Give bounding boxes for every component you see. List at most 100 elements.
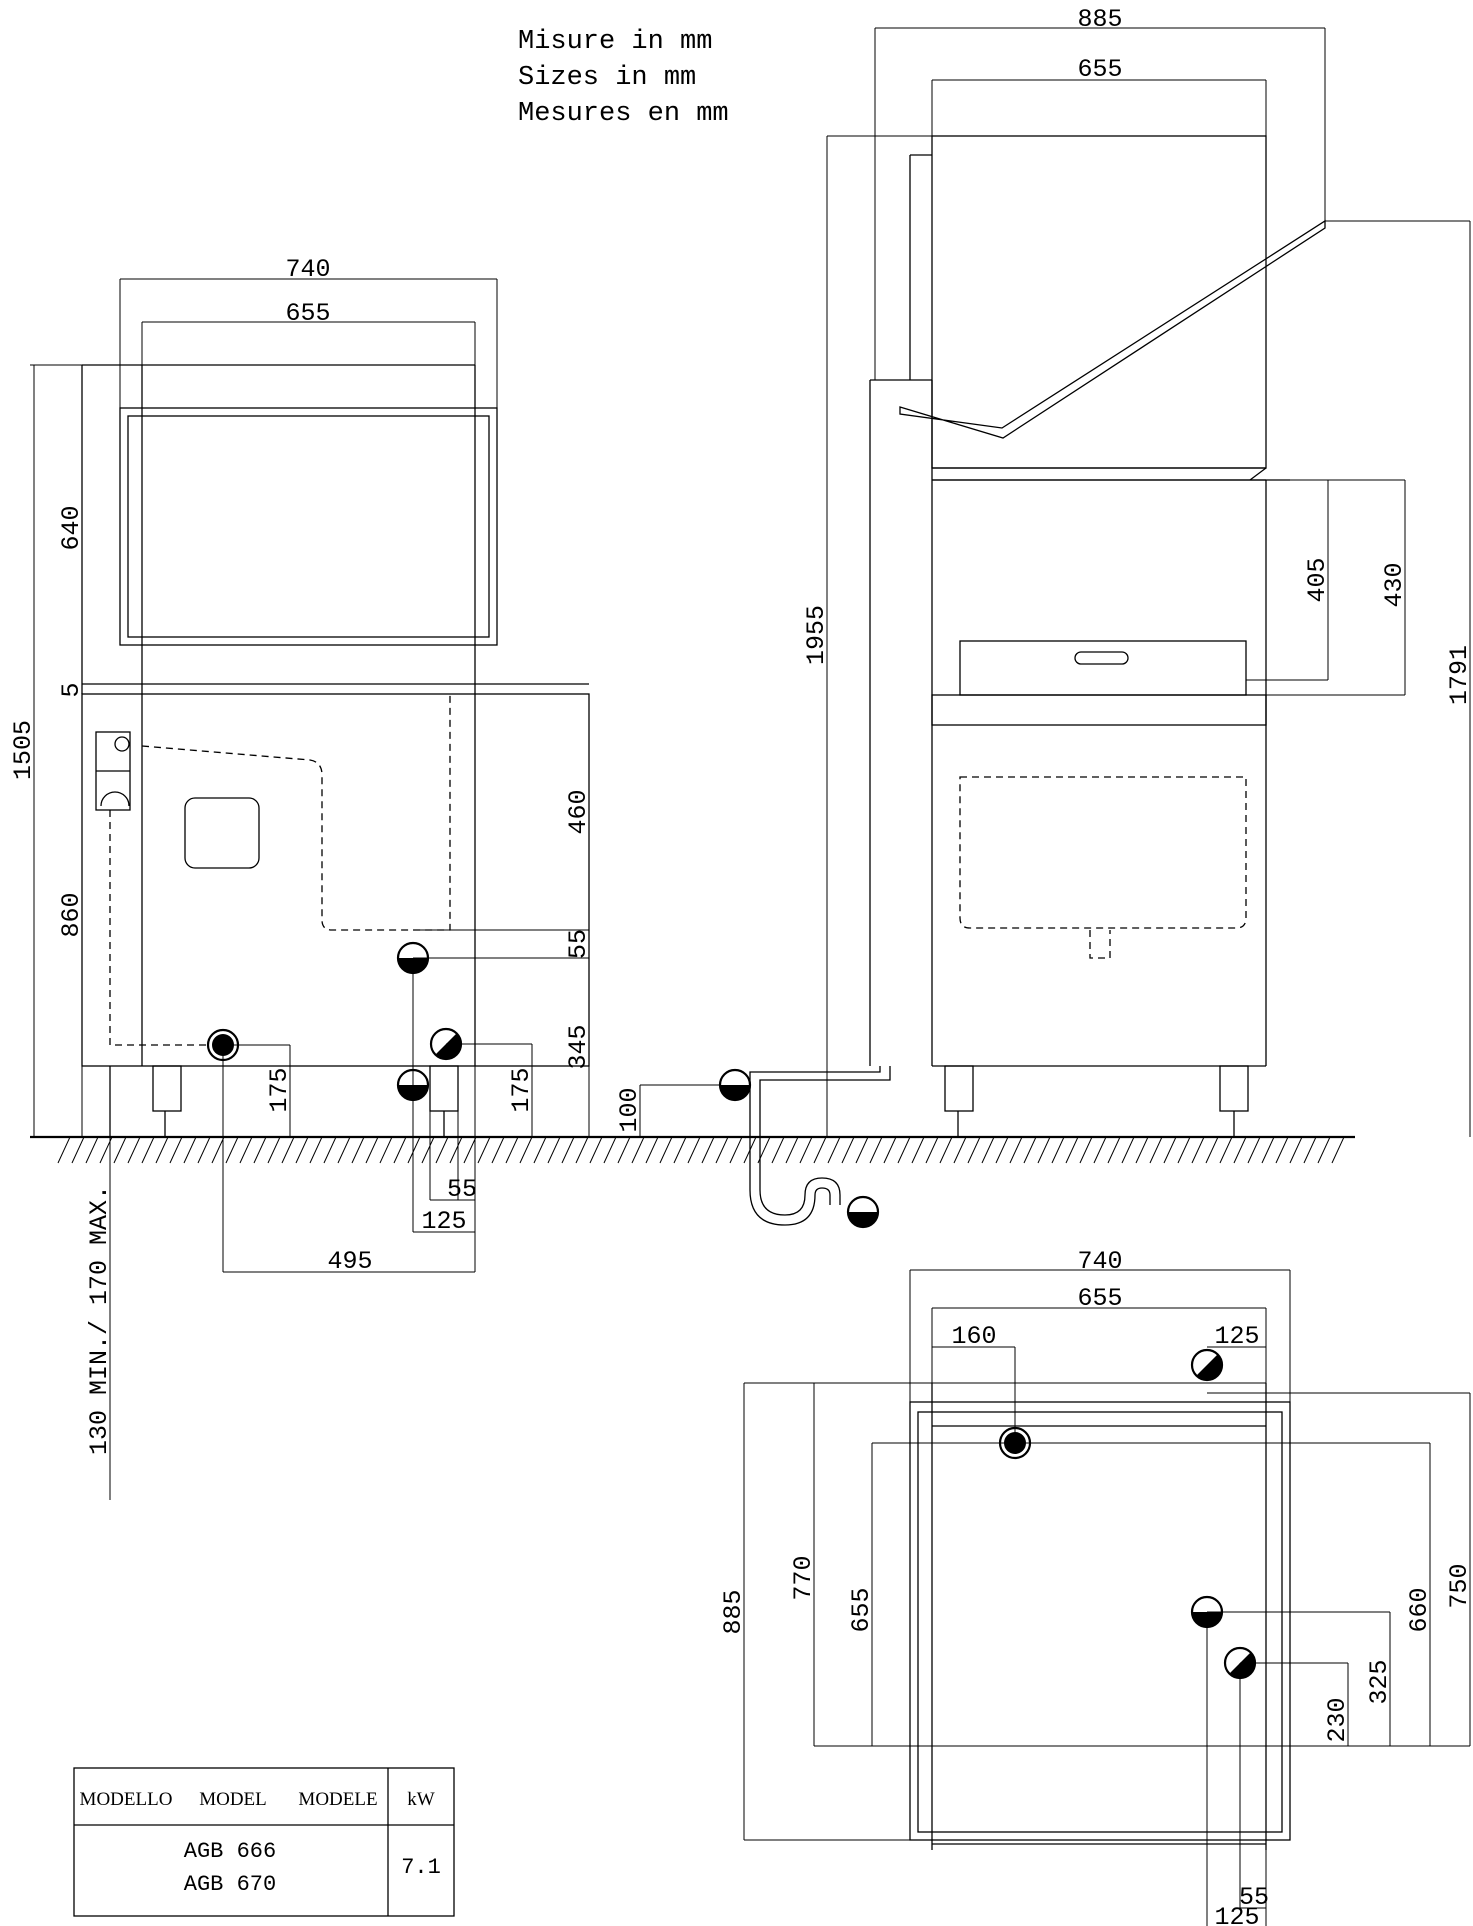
ground-hatch-line: [841, 1136, 855, 1164]
ground-hatch-line: [575, 1136, 589, 1164]
side-upper-430: 430: [1380, 562, 1409, 607]
ground-hatch-line: [715, 1136, 729, 1164]
ground-hatch-line: [981, 1136, 995, 1164]
ground-hatch-line: [631, 1136, 645, 1164]
table-model-agb670: AGB 670: [184, 1872, 276, 1897]
top-depth-750: 750: [1445, 1563, 1473, 1608]
front-height-1505: 1505: [9, 720, 38, 780]
ground-hatch-line: [897, 1136, 911, 1164]
top-depth-660: 660: [1405, 1587, 1434, 1632]
ground-hatch-line: [113, 1136, 127, 1164]
note-mesures: Mesures en mm: [518, 99, 729, 129]
model-table: [73, 1767, 455, 1917]
table-power: 7.1: [401, 1855, 441, 1880]
ground-hatch-line: [589, 1136, 603, 1164]
ground-hatch-line: [239, 1136, 253, 1164]
ground-hatch-line: [659, 1136, 673, 1164]
note-sizes: Sizes in mm: [518, 63, 696, 93]
ground-hatch-line: [1247, 1136, 1261, 1164]
ground-hatch-line: [1051, 1136, 1065, 1164]
ground-hatch-line: [1275, 1136, 1289, 1164]
ground-hatch-line: [295, 1136, 309, 1164]
ground-hatch-line: [71, 1136, 85, 1164]
front-width-740: 740: [285, 255, 330, 284]
ground-hatch-line: [477, 1136, 491, 1164]
ground-hatch-line: [1079, 1136, 1093, 1164]
ground-hatch-line: [169, 1136, 183, 1164]
side-height-1791: 1791: [1445, 645, 1473, 705]
ground-hatch-line: [911, 1136, 925, 1164]
hood-height-640: 640: [57, 505, 86, 550]
inlet-height-345: 345: [564, 1024, 593, 1069]
ground-hatch-line: [337, 1136, 351, 1164]
ground-hatch-line: [1233, 1136, 1247, 1164]
ground-hatch-line: [925, 1136, 939, 1164]
ground-hatch-line: [729, 1136, 743, 1164]
ground-hatch-line: [1177, 1136, 1191, 1164]
ground-hatch-line: [1135, 1136, 1149, 1164]
ground-hatch-line: [673, 1136, 687, 1164]
front-width-655: 655: [285, 299, 330, 328]
ground-hatch-line: [701, 1136, 715, 1164]
ground-hatch-line: [463, 1136, 477, 1164]
drain-offset-55: 55: [564, 929, 593, 959]
side-view-dimensions: [639, 27, 1471, 1137]
ground-hatch-line: [351, 1136, 365, 1164]
inlet-distance-495: 495: [327, 1247, 372, 1276]
top-bottom-55: 55: [1239, 1883, 1269, 1912]
ground-hatch-line: [1289, 1136, 1303, 1164]
ground-hatch-line: [1065, 1136, 1079, 1164]
ground-hatch-line: [155, 1136, 169, 1164]
wall-range-label: 130 MIN./ 170 MAX.: [85, 1185, 114, 1455]
ground-hatch-line: [491, 1136, 505, 1164]
table-header-model: MODEL: [199, 1789, 267, 1810]
ground-hatch-line: [533, 1136, 547, 1164]
ground-hatch-line: [309, 1136, 323, 1164]
ground-hatch-line: [281, 1136, 295, 1164]
table-header-kw: kW: [407, 1789, 435, 1810]
ground-hatch-line: [435, 1136, 449, 1164]
table-model-agb666: AGB 666: [184, 1839, 276, 1864]
ground-hatch-line: [1331, 1136, 1345, 1164]
ground-hatch-line: [869, 1136, 883, 1164]
ground-hatch-line: [1107, 1136, 1121, 1164]
ground-hatch-line: [771, 1136, 785, 1164]
top-depth-770: 770: [789, 1555, 818, 1600]
ground-hatch-line: [57, 1136, 71, 1164]
ground-hatch-line: [1037, 1136, 1051, 1164]
side-siphon-connection-icon: [846, 1195, 880, 1229]
tank-height-460: 460: [564, 789, 593, 834]
ground-hatch-line: [813, 1136, 827, 1164]
ground-hatch-line: [1163, 1136, 1177, 1164]
top-depth-655: 655: [847, 1587, 876, 1632]
ground-hatch-line: [855, 1136, 869, 1164]
top-drain-connection-icon: [1190, 1348, 1224, 1382]
ground-hatch-line: [1303, 1136, 1317, 1164]
ground-hatch-line: [267, 1136, 281, 1164]
table-header-modele: MODELE: [298, 1789, 377, 1810]
note-misure: Misure in mm: [518, 27, 712, 57]
ground-hatch-line: [561, 1136, 575, 1164]
top-drain-325: 325: [1365, 1659, 1394, 1704]
side-width-885: 885: [1077, 5, 1122, 34]
ground-hatch-line: [1191, 1136, 1205, 1164]
ground-hatch-line: [421, 1136, 435, 1164]
ground-hatch-line: [449, 1136, 463, 1164]
ground-hatch-line: [225, 1136, 239, 1164]
ground-hatch-line: [687, 1136, 701, 1164]
top-bottom-125: 125: [1214, 1903, 1259, 1926]
front-view: [81, 364, 590, 1137]
top-drain-125: 125: [1214, 1322, 1259, 1351]
ground-hatch-line: [1093, 1136, 1107, 1164]
side-drain-100: 100: [615, 1087, 644, 1132]
foot-height-175-right: 175: [507, 1067, 536, 1112]
front-view-dimensions: [30, 278, 590, 1500]
ground-hatch-line: [1023, 1136, 1037, 1164]
ground-hatch-line: [547, 1136, 561, 1164]
ground-hatch-line: [785, 1136, 799, 1164]
ground-hatch-line: [407, 1136, 421, 1164]
ground-hatch-line: [1009, 1136, 1023, 1164]
ground-hatch-line: [379, 1136, 393, 1164]
top-inlet-160: 160: [951, 1322, 996, 1351]
